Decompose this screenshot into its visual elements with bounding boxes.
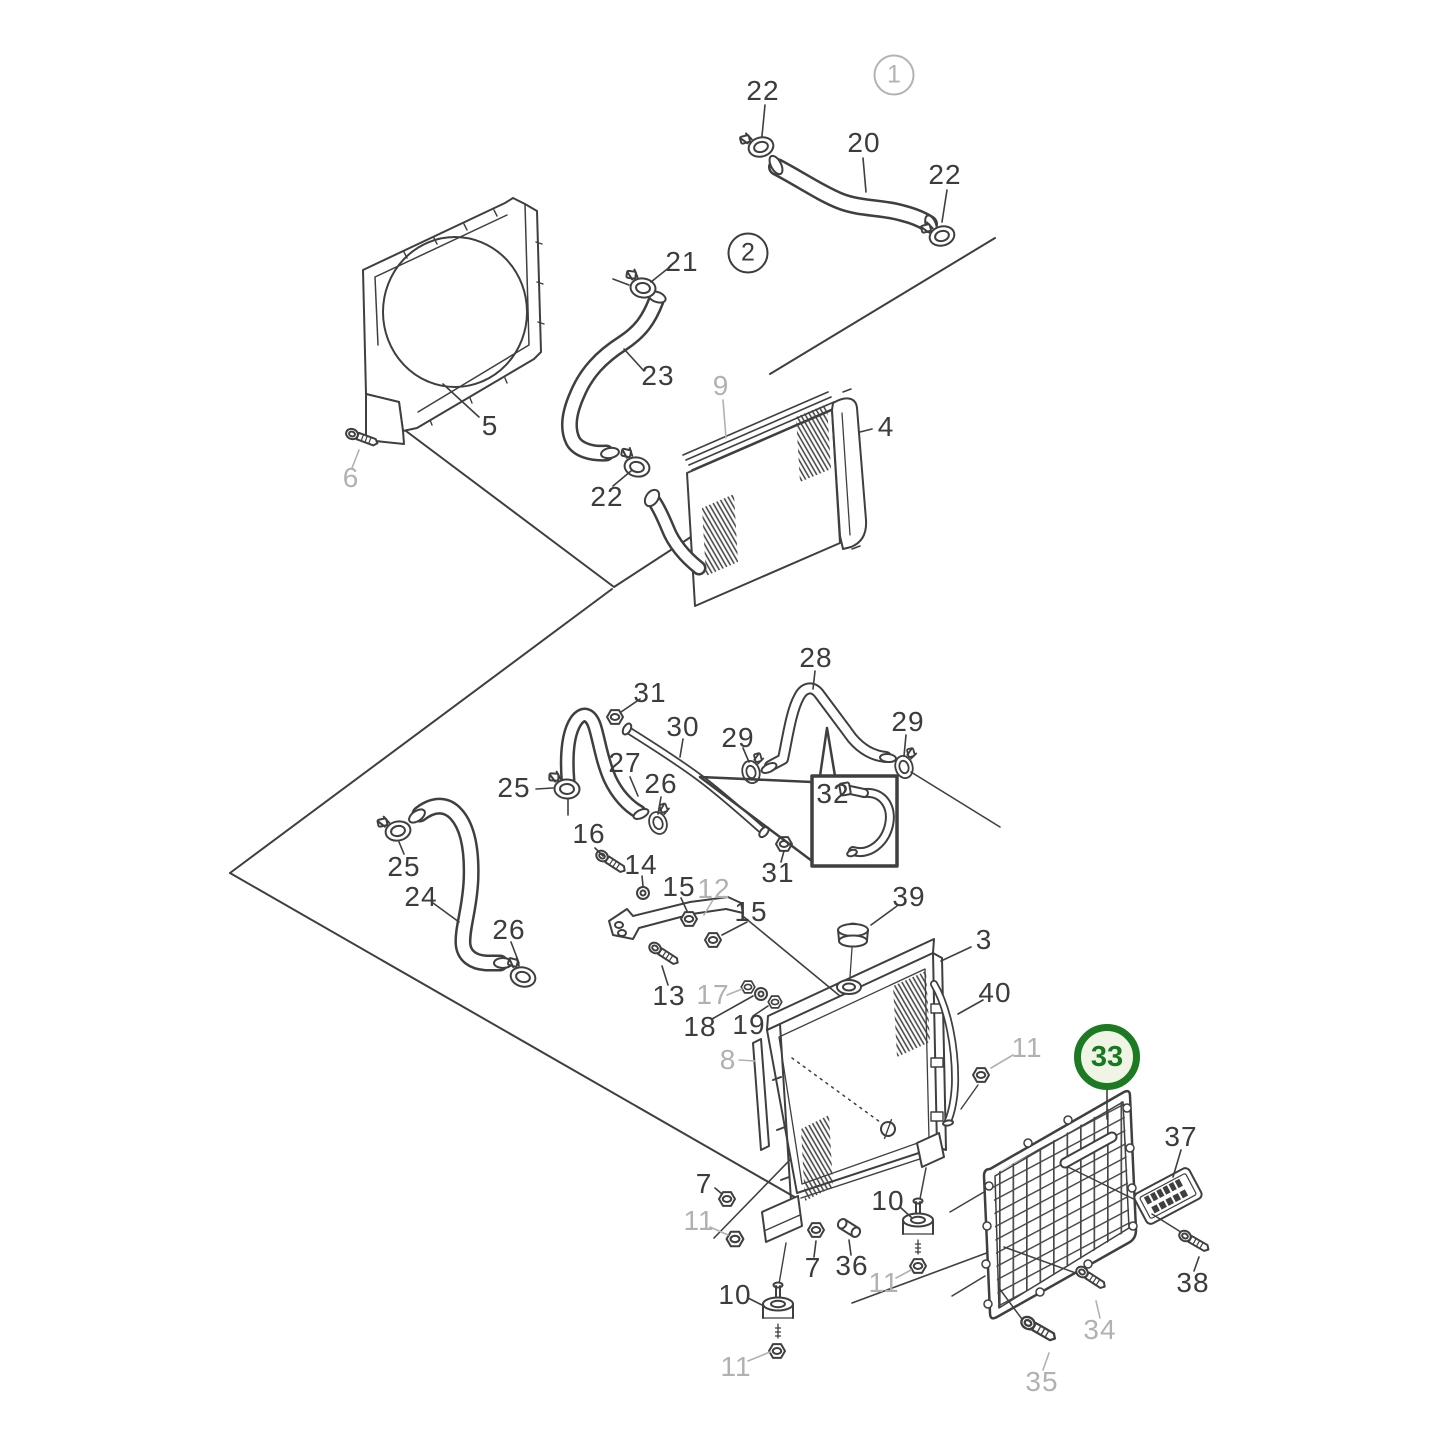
spacer-part36 — [836, 1218, 862, 1238]
part-label-31: 31 — [761, 857, 795, 888]
nameplate-part37 — [1133, 1167, 1203, 1225]
part-label-20: 20 — [847, 127, 881, 158]
part-label-15: 15 — [734, 896, 768, 927]
part-label-32: 32 — [816, 778, 850, 809]
label-leader-lines — [351, 104, 1200, 1371]
part-label-5: 5 — [481, 410, 499, 441]
part-label-10: 10 — [718, 1279, 752, 1310]
part-label-7: 7 — [695, 1168, 713, 1199]
part-label-36: 36 — [835, 1250, 869, 1281]
part-label-11: 11 — [683, 1205, 715, 1236]
part-label-16: 16 — [572, 818, 606, 849]
part-label-18: 18 — [683, 1011, 717, 1042]
part-label-26: 26 — [644, 768, 678, 799]
part-label-7: 7 — [804, 1252, 822, 1283]
part-label-8: 8 — [719, 1044, 737, 1075]
leader-clamp29-position — [910, 771, 1001, 828]
part-label-14: 14 — [624, 849, 658, 880]
part-label-24: 24 — [404, 881, 438, 912]
fan-shroud-part5 — [362, 197, 545, 445]
part-label-17: 17 — [696, 979, 730, 1010]
part-label-6: 6 — [342, 462, 360, 493]
plate-bolt-line — [1151, 1213, 1185, 1235]
part-label-37: 37 — [1164, 1121, 1198, 1152]
hose-part24 — [408, 797, 513, 972]
part-label-15: 15 — [662, 871, 696, 902]
part-label-30: 30 — [666, 711, 700, 742]
part-label-40: 40 — [978, 977, 1012, 1008]
overflow-tube-part40 — [930, 980, 960, 1127]
part-label-11: 11 — [868, 1267, 900, 1298]
part-label-25: 25 — [497, 772, 531, 803]
part-label-35: 35 — [1025, 1366, 1059, 1397]
part-label-34: 34 — [1083, 1314, 1117, 1345]
part-label-11: 11 — [1011, 1032, 1043, 1063]
part-label-29: 29 — [721, 722, 755, 753]
mount-axis-line — [778, 1242, 787, 1285]
part-label-23: 23 — [641, 360, 675, 391]
washer-part14 — [636, 886, 650, 900]
view-ref-circle-1: 1 — [873, 54, 915, 96]
hose-part28 — [760, 682, 897, 774]
highlighted-part-circle-33: 33 — [1074, 1024, 1140, 1090]
part-label-3: 3 — [975, 924, 993, 955]
part-label-28: 28 — [799, 642, 833, 673]
part-label-39: 39 — [892, 881, 926, 912]
part-label-26: 26 — [492, 914, 526, 945]
side-channel-part8 — [752, 1038, 770, 1151]
part-label-29: 29 — [891, 706, 925, 737]
plane-division-lines — [229, 237, 1001, 1304]
part-label-22: 22 — [928, 159, 962, 190]
part-label-13: 13 — [652, 980, 686, 1011]
detail-box-part32 — [698, 726, 899, 868]
nut11-position-line — [960, 1084, 979, 1110]
part-label-38: 38 — [1176, 1267, 1210, 1298]
part-label-21: 21 — [665, 246, 699, 277]
part-label-22: 22 — [746, 75, 780, 106]
radiator-part4-core9 — [643, 388, 868, 607]
part-label-9: 9 — [712, 370, 730, 401]
view-ref-circle-2: 2 — [727, 232, 769, 274]
part-label-25: 25 — [387, 851, 421, 882]
hose-part23 — [561, 278, 667, 462]
part-label-19: 19 — [732, 1009, 766, 1040]
part-label-22: 22 — [590, 481, 624, 512]
part-label-4: 4 — [877, 411, 895, 442]
part-label-11: 11 — [720, 1351, 752, 1382]
part-label-31: 31 — [633, 677, 667, 708]
part-label-27: 27 — [608, 747, 642, 778]
washer-part18 — [754, 987, 768, 1001]
radiator-part3 — [752, 938, 947, 1243]
part-label-12: 12 — [697, 873, 731, 904]
radiator-cap-part39 — [837, 922, 869, 948]
part-label-10: 10 — [871, 1185, 905, 1216]
